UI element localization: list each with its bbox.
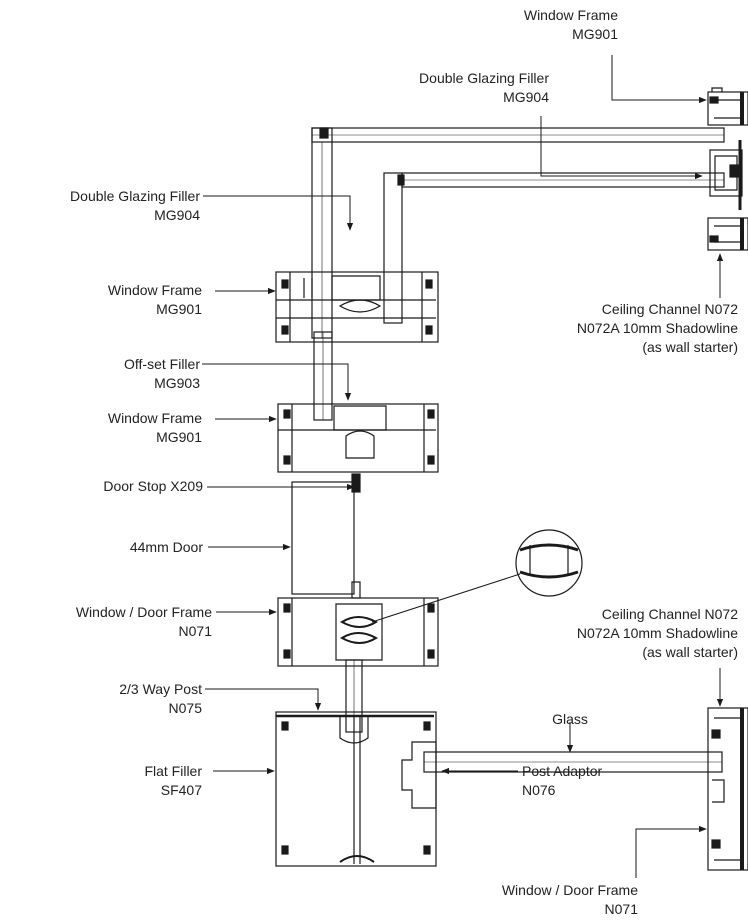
- label-offset-filler: Off-set Filler MG903: [124, 355, 200, 393]
- double-glazing-filler-mg904-right: [709, 140, 743, 210]
- label-line: Double Glazing Filler: [419, 70, 549, 86]
- way-post-n075: [275, 711, 437, 867]
- vertical-glass-stub: [313, 331, 333, 421]
- label-line: N075: [168, 700, 202, 716]
- label-line: SF407: [160, 782, 202, 798]
- label-door-stop: Door Stop X209: [103, 477, 203, 496]
- label-line: 44mm Door: [129, 539, 203, 555]
- label-line: MG901: [156, 429, 202, 445]
- label-flat-filler: Flat Filler SF407: [144, 762, 202, 800]
- label-line: Post Adaptor: [522, 763, 603, 779]
- label-line: Off-set Filler: [124, 356, 200, 372]
- label-window-frame-top: Window Frame MG901: [524, 6, 618, 44]
- window-frame-mg901-left-2: [277, 403, 439, 473]
- label-line: N072A 10mm Shadowline: [576, 320, 738, 336]
- label-line: N071: [178, 623, 212, 639]
- window-frame-mg901-left-1: [275, 271, 439, 343]
- label-line: MG901: [156, 301, 202, 317]
- label-window-frame-left-2: Window Frame MG901: [108, 409, 202, 447]
- top-glass-pane-upper: [311, 127, 725, 339]
- ceiling-channel-n072-right-top: [707, 217, 748, 251]
- label-line: Window Frame: [107, 282, 202, 298]
- label-window-door-frame-bottom: Window / Door Frame N071: [502, 881, 638, 919]
- label-line: MG904: [503, 89, 549, 105]
- label-line: Window / Door Frame: [75, 604, 212, 620]
- label-line: Flat Filler: [144, 763, 202, 779]
- label-line: MG903: [154, 375, 200, 391]
- label-line: Door Stop X209: [103, 478, 203, 494]
- label-line: Ceiling Channel N072: [601, 606, 738, 622]
- post-adaptor-n076: [401, 741, 437, 809]
- label-line: Window Frame: [523, 7, 618, 23]
- label-ceiling-channel-top: Ceiling Channel N072 N072A 10mm Shadowli…: [577, 300, 738, 357]
- label-line: N076: [522, 782, 556, 798]
- label-double-glazing-filler-left: Double Glazing Filler MG904: [70, 187, 200, 225]
- detail-bubble: [515, 529, 583, 597]
- label-glass: Glass: [548, 710, 592, 729]
- label-line: (as wall starter): [642, 644, 738, 660]
- label-line: Double Glazing Filler: [70, 188, 200, 204]
- label-line: Window Frame: [107, 410, 202, 426]
- label-line: N071: [604, 901, 638, 917]
- label-window-frame-left-1: Window Frame MG901: [108, 281, 202, 319]
- label-line: N072A 10mm Shadowline: [576, 625, 738, 641]
- label-line: (as wall starter): [642, 339, 738, 355]
- label-line: MG901: [572, 26, 618, 42]
- door-44mm: [291, 473, 361, 599]
- label-line: MG904: [154, 207, 200, 223]
- window-door-frame-n071: [277, 597, 439, 667]
- label-window-door-frame-left: Window / Door Frame N071: [76, 603, 212, 641]
- window-frame-mg901-right-top: [707, 87, 748, 126]
- label-line: 2/3 Way Post: [119, 681, 202, 697]
- label-double-glazing-filler-top: Double Glazing Filler MG904: [419, 69, 549, 107]
- label-line: Glass: [552, 711, 588, 727]
- top-glass-pane-lower: [383, 172, 725, 324]
- label-ceiling-channel-bottom: Ceiling Channel N072 N072A 10mm Shadowli…: [577, 605, 738, 662]
- label-line: Window / Door Frame: [501, 882, 638, 898]
- label-way-post: 2/3 Way Post N075: [119, 680, 202, 718]
- leader-lines: [202, 55, 724, 878]
- ceiling-channel-n072-right-bottom: [707, 707, 748, 871]
- label-post-adaptor: Post Adaptor N076: [522, 762, 602, 800]
- label-line: Ceiling Channel N072: [601, 301, 738, 317]
- label-door: 44mm Door: [130, 538, 203, 557]
